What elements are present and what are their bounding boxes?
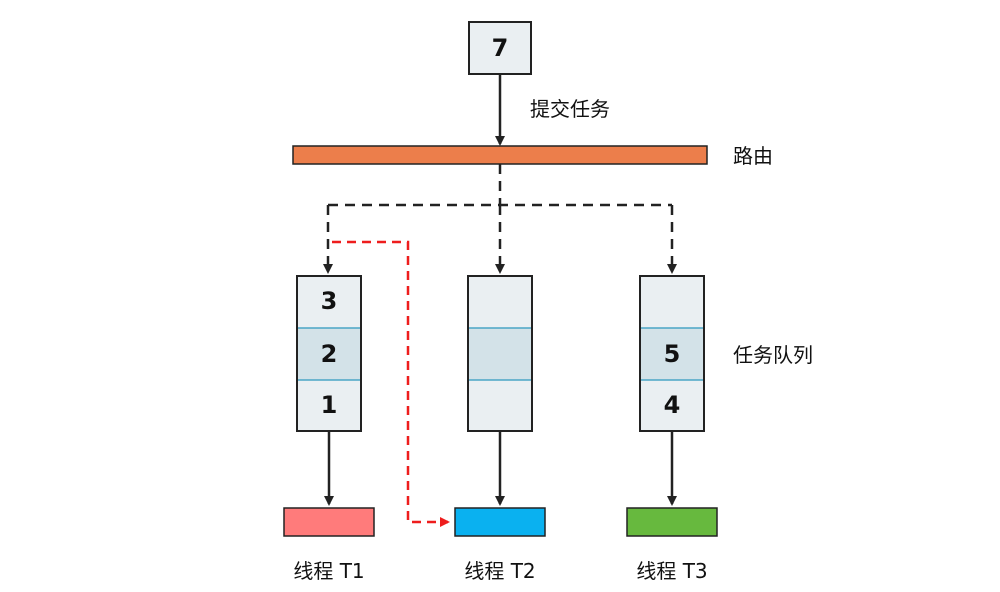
task-queue-1: 3 2 1 bbox=[296, 275, 362, 432]
thread-t3-box bbox=[626, 507, 718, 537]
thread-t1-label: 线程 T1 bbox=[293, 559, 364, 583]
queue-label: 任务队列 bbox=[733, 343, 813, 367]
routing-arrows bbox=[323, 164, 677, 274]
dispatch-arrows bbox=[324, 431, 677, 506]
task-queue-2 bbox=[467, 275, 533, 432]
thread-t3-label: 线程 T3 bbox=[636, 559, 707, 583]
new-task-box: 7 bbox=[468, 21, 532, 75]
task-queue-3: 5 4 bbox=[639, 275, 705, 432]
thread-t1-box bbox=[283, 507, 375, 537]
router-bar bbox=[292, 145, 708, 165]
thread-t2-label: 线程 T2 bbox=[464, 559, 535, 583]
thread-t2-box bbox=[454, 507, 546, 537]
queue-1-slot-middle: 2 bbox=[321, 340, 338, 368]
new-task-number: 7 bbox=[492, 34, 509, 62]
queue-3-slot-middle: 5 bbox=[664, 340, 681, 368]
queue-3-slot-bottom: 4 bbox=[664, 391, 681, 419]
router-label: 路由 bbox=[733, 144, 773, 168]
queue-1-slot-bottom: 1 bbox=[321, 391, 338, 419]
queue-1-slot-top: 3 bbox=[321, 287, 338, 315]
steal-arrow bbox=[332, 240, 450, 527]
submit-label: 提交任务 bbox=[530, 97, 610, 121]
